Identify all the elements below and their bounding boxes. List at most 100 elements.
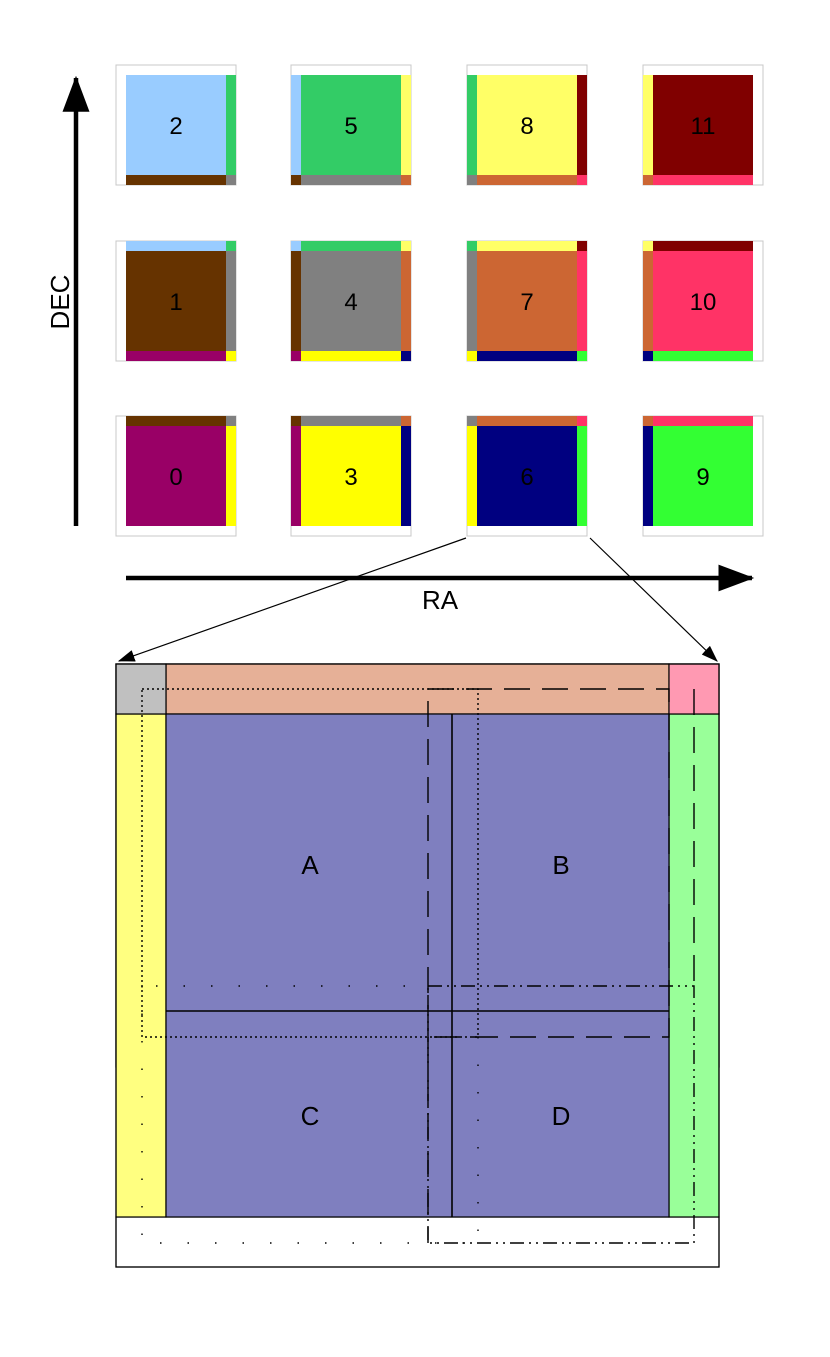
tile-corner-top-left: [467, 241, 477, 251]
tile-core: [653, 75, 753, 175]
tile-label: 1: [169, 289, 182, 316]
tile-edge-bottom: [301, 351, 401, 361]
axes: DEC RA: [45, 75, 755, 615]
overlap-outline-b-dashed: [427, 688, 670, 1038]
tile-edge-bottom: [477, 351, 577, 361]
tile-0: 0: [115, 415, 237, 537]
tile-core: [301, 426, 401, 526]
tile-edge-left: [291, 251, 301, 351]
zoom-arrow-left: [117, 537, 467, 662]
tile-core: [301, 251, 401, 351]
tile-edge-left: [643, 75, 653, 175]
zoom-outer-border: [115, 663, 720, 1268]
tile-corner-top-left: [291, 416, 301, 426]
tile-corner-top-right: [226, 241, 236, 251]
tile-edge-bottom: [653, 351, 753, 361]
zoom-bottom-band: [115, 1216, 720, 1268]
tile-corner-bottom-left: [467, 351, 477, 361]
tile-edge-right: [401, 251, 411, 351]
tile-label: 11: [691, 113, 716, 140]
tile-corner-bottom-right: [577, 351, 587, 361]
tile-11: 11: [642, 64, 764, 186]
tile-edge-left: [643, 251, 653, 351]
tile-corner-bottom-left: [467, 175, 477, 185]
tile-corner-bottom-right: [226, 175, 236, 185]
tile-corner-top-right: [577, 241, 587, 251]
tile-edge-top: [301, 416, 401, 426]
dec-axis-label: DEC: [45, 275, 75, 330]
overlap-outline-a-dotted: [141, 688, 479, 1038]
tile-corner-bottom-right: [401, 351, 411, 361]
tile-corner-bottom-left: [643, 175, 653, 185]
tile-corner-top-right: [401, 416, 411, 426]
zoom-interior: [165, 713, 670, 1218]
overlap-outline-d-dash-dot: [427, 985, 695, 1244]
tile-corner-bottom-left: [643, 351, 653, 361]
tile-edge-bottom: [653, 175, 753, 185]
tile-4: 4: [290, 240, 412, 362]
tile-core: [126, 251, 226, 351]
tile-corner-bottom-right: [401, 175, 411, 185]
tile-6: 6: [466, 415, 588, 537]
tile-core: [126, 75, 226, 175]
tile-label: 10: [690, 289, 717, 316]
tile-3: 3: [290, 415, 412, 537]
tile-corner-top-left: [643, 241, 653, 251]
tile-edge-bottom: [301, 175, 401, 185]
tile-core: [477, 251, 577, 351]
tile-edge-top: [126, 416, 226, 426]
tile-label: 8: [520, 113, 533, 140]
tile-corner-top-left: [291, 241, 301, 251]
zoom-arrows: [117, 537, 718, 662]
tile-edge-right: [401, 75, 411, 175]
tile-label: 0: [169, 464, 182, 491]
zoom-left-band: [115, 713, 167, 1218]
tile-edge-right: [577, 426, 587, 526]
tile-corner-bottom-left: [291, 175, 301, 185]
tile-edge-top: [653, 416, 753, 426]
quadrant-label-c: C: [301, 1101, 320, 1131]
tile-1: 1: [115, 240, 237, 362]
tile-core: [653, 426, 753, 526]
tile-edge-top: [477, 241, 577, 251]
tile-edge-right: [577, 251, 587, 351]
tile-edge-left: [467, 251, 477, 351]
tile-label: 4: [344, 289, 357, 316]
tile-corner-bottom-left: [291, 351, 301, 361]
tile-label: 3: [344, 464, 357, 491]
tile-label: 6: [520, 464, 533, 491]
zoomed-tile: A B C D: [115, 663, 720, 1268]
tile-edge-top: [653, 241, 753, 251]
tile-core: [653, 251, 753, 351]
tile-grid: 0 1 2 3 4 5 6 7 8 9 10 11: [115, 64, 764, 537]
tile-edge-right: [401, 426, 411, 526]
tile-corner-bottom-right: [226, 351, 236, 361]
tile-edge-top: [126, 241, 226, 251]
tile-10: 10: [642, 240, 764, 362]
tile-edge-left: [291, 426, 301, 526]
tile-edge-bottom: [126, 351, 226, 361]
tile-core: [301, 75, 401, 175]
tile-edge-left: [291, 75, 301, 175]
tile-edge-left: [467, 426, 477, 526]
tile-label: 2: [169, 113, 182, 140]
tile-edge-top: [301, 241, 401, 251]
tile-corner-top-right: [226, 416, 236, 426]
tile-label: 9: [696, 464, 709, 491]
tile-8: 8: [466, 64, 588, 186]
tile-7: 7: [466, 240, 588, 362]
tile-core: [477, 75, 577, 175]
tile-core: [477, 426, 577, 526]
quadrant-label-b: B: [552, 850, 569, 880]
tile-edge-right: [226, 251, 236, 351]
tile-label: 5: [344, 113, 357, 140]
quadrant-label-a: A: [301, 850, 319, 880]
tile-edge-top: [477, 416, 577, 426]
tile-edge-bottom: [126, 175, 226, 185]
tile-edge-right: [577, 75, 587, 175]
tile-edge-left: [643, 426, 653, 526]
quadrant-label-d: D: [552, 1101, 571, 1131]
tile-core: [126, 426, 226, 526]
ra-axis-label: RA: [422, 585, 459, 615]
